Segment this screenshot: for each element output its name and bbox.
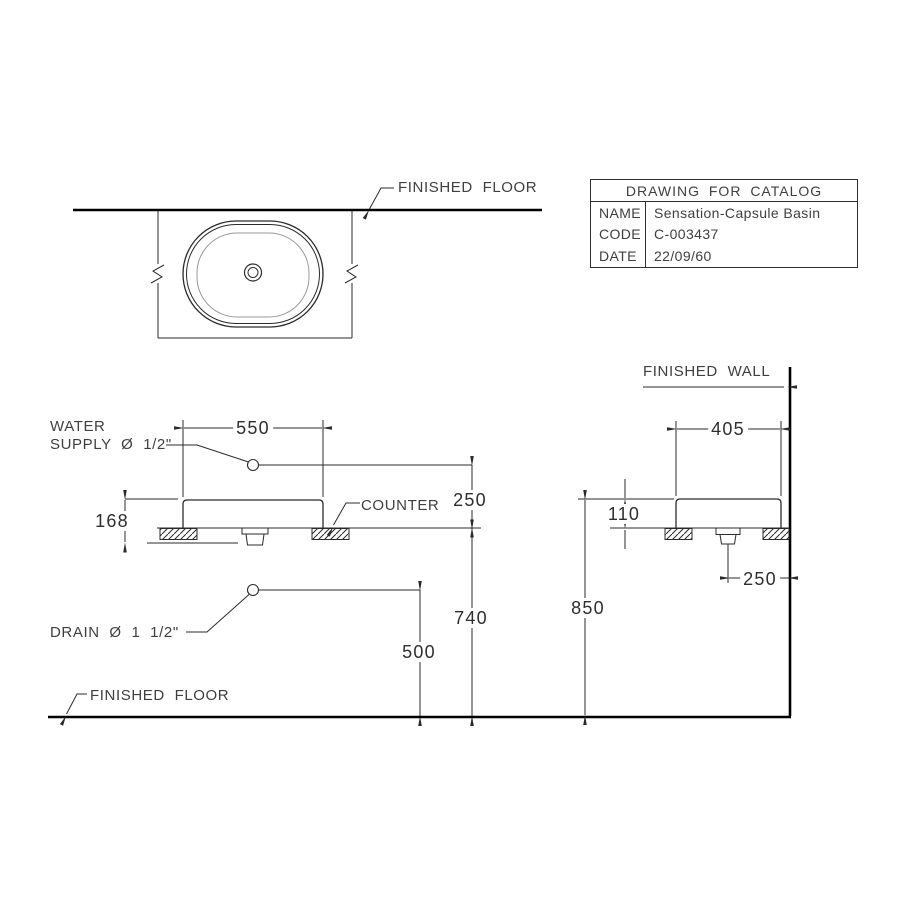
break-mark-left [150,264,165,284]
title-block-row-label: DATE [599,247,637,264]
basin-side-profile [675,498,782,528]
title-block-row-value: C-003437 [654,226,719,243]
finished-floor-top-label: FINISHED FLOOR [398,179,538,196]
drain-label: DRAIN Ø 1 1/2" [50,624,179,641]
basin-rim-outline [182,220,324,328]
title-block-row-value: Sensation-Capsule Basin [654,204,821,221]
finished-floor-bottom-label: FINISHED FLOOR [90,687,230,704]
water-supply-point [246,458,260,472]
counter-leader [333,502,360,526]
counter-label: COUNTER [361,497,440,514]
break-mark-right [344,264,359,284]
drain-hole-outer [243,263,263,282]
front-view-drawing [48,420,791,726]
finished-floor-bottom-leader [66,693,87,715]
counter-hatch-side-right [762,528,790,540]
dim-drain-height: 500 [399,642,439,662]
drain-point [246,583,260,597]
counter-hatch-side-left [664,528,693,540]
title-block-row-label: CODE [599,226,642,243]
dim-supply-above-counter: 250 [450,490,490,510]
basin-bowl-edge [196,232,310,318]
drain-body-front [245,533,265,546]
side-view-drawing [578,367,798,725]
title-block-row-value: 22/09/60 [654,247,712,264]
drain-flange-side [715,527,741,535]
drain-flange-front [241,527,269,535]
water-supply-label-line2: SUPPLY Ø 1/2" [50,436,172,453]
finished-floor-top-leader [369,187,394,210]
basin-rim-inner-outline [186,224,320,324]
dim-basin-above-counter: 110 [604,504,644,524]
drain-body-side [719,534,737,545]
finished-wall-label: FINISHED WALL [643,363,771,380]
leader-arrow [362,210,369,220]
drain-leader [186,594,250,633]
drain-hole-inner [247,267,259,278]
dim-basin-width: 550 [233,418,273,438]
dim-basin-depth: 405 [708,419,748,439]
water-supply-leader [166,444,249,463]
water-supply-label-line1: WATER [50,418,106,435]
dim-drain-offset-from-wall: 250 [740,569,780,589]
basin-front-profile [182,499,324,528]
top-view-drawing [73,187,542,339]
title-block: DRAWING FOR CATALOG NAME CODE DATE Sensa… [590,179,858,268]
counter-hatch-left [159,528,198,540]
title-block-row-label: NAME [599,204,642,221]
dim-basin-height-total: 168 [92,511,132,531]
dim-counter-height: 740 [451,608,491,628]
title-block-title: DRAWING FOR CATALOG [591,180,857,202]
dim-rim-height: 850 [568,598,608,618]
